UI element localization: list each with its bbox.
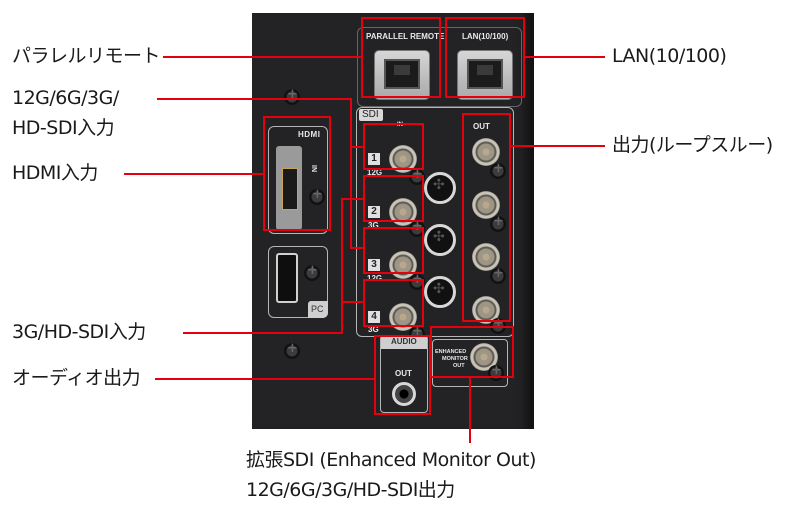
pc-displayport[interactable] — [276, 253, 298, 303]
mounting-screw-icon — [424, 172, 456, 204]
callout-line-3g-in — [183, 332, 343, 334]
callout-line-sdi-in-3 — [350, 247, 364, 249]
sdi-input-3-number: 3 — [368, 259, 380, 271]
callout-line-sdi-in-2 — [341, 198, 364, 200]
callout-sdi-in-line1: 12G/6G/3G/ — [12, 87, 119, 109]
sdi-input-1-number: 1 — [368, 153, 380, 165]
sdi-input-3-rate: 12G — [367, 274, 383, 283]
highlight-sdi-in-2 — [363, 175, 424, 222]
highlight-sdi-in-4 — [363, 279, 424, 327]
sdi-input-4-number: 4 — [368, 311, 380, 323]
screw-icon — [409, 167, 425, 185]
lan-port[interactable] — [457, 50, 513, 100]
callout-hdmi-in: HDMI入力 — [12, 162, 98, 184]
callout-line-sdi-in-1 — [350, 146, 364, 148]
hdmi-logo: HDMI — [298, 130, 321, 139]
sdi-tab — [359, 109, 383, 121]
screw-icon — [284, 341, 300, 359]
screw-icon — [304, 263, 320, 281]
callout-sdi-in-line2: HD-SDI入力 — [12, 117, 115, 139]
callout-line-hdmi — [124, 173, 264, 175]
callout-line-3g-in-vertical — [341, 198, 343, 334]
callout-line-sdi-in-vertical — [350, 98, 352, 248]
highlight-hdmi — [263, 116, 331, 231]
callout-line-enhanced — [469, 377, 471, 443]
sdi-input-2-number: 2 — [368, 206, 380, 218]
audio-out-jack[interactable] — [392, 382, 416, 406]
screw-icon — [490, 161, 506, 179]
sdi-input-1-rate: 12G — [367, 168, 383, 177]
audio-header: AUDIO — [391, 337, 417, 346]
screw-icon — [409, 219, 425, 237]
callout-parallel-remote: パラレルリモート — [12, 45, 161, 67]
sdi-label: SDI — [362, 109, 379, 120]
pc-label-tab — [308, 301, 328, 318]
hdmi-port[interactable] — [276, 146, 302, 230]
callout-line-parallel-remote — [163, 56, 362, 58]
callout-line-sdi-in-4 — [341, 301, 364, 303]
callout-line-audio — [155, 378, 375, 380]
mounting-screw-icon — [424, 224, 456, 256]
enhanced-label-1: ENHANCED — [435, 349, 467, 355]
sdi-in-label: IN — [397, 122, 403, 128]
enhanced-label-3: OUT — [453, 363, 465, 369]
sdi-out-label: OUT — [473, 122, 490, 131]
highlight-sdi-in-3 — [363, 227, 424, 274]
parallel-remote-port[interactable] — [374, 50, 430, 100]
callout-loop-out: 出力(ループスルー) — [612, 134, 773, 156]
sdi-input-2-rate: 3G — [368, 221, 379, 230]
highlight-audio — [374, 335, 431, 415]
sdi-plate — [356, 107, 514, 337]
parallel-remote-port-label: PARALLEL REMOTE — [366, 32, 445, 41]
callout-3g-sdi-in: 3G/HD-SDI入力 — [12, 321, 146, 343]
highlight-lan — [445, 17, 525, 98]
callout-line-loop-out — [510, 145, 605, 147]
pc-plate — [268, 246, 328, 318]
highlight-enhanced-monitor — [430, 326, 514, 378]
screw-icon — [309, 187, 325, 205]
rear-connector-panel: PARALLEL REMOTE LAN(10/100) HDMI IN PC S… — [252, 13, 534, 429]
screw-icon — [490, 214, 506, 232]
highlight-parallel-remote — [361, 17, 441, 98]
callout-enhanced-line1: 拡張SDI (Enhanced Monitor Out) — [246, 449, 536, 471]
hdmi-plate — [268, 126, 328, 234]
highlight-sdi-in-1 — [363, 123, 424, 170]
screw-icon — [284, 87, 300, 105]
callout-audio-out: オーディオ出力 — [12, 367, 141, 389]
audio-header-tab — [381, 336, 427, 349]
callout-lan: LAN(10/100) — [612, 45, 727, 67]
callout-line-lan — [524, 56, 605, 58]
highlight-sdi-out — [462, 113, 511, 322]
screw-icon — [490, 266, 506, 284]
sdi-input-4-rate: 3G — [368, 325, 379, 334]
enhanced-label-2: MONITOR — [442, 356, 468, 362]
callout-enhanced-line2: 12G/6G/3G/HD-SDI出力 — [246, 479, 455, 501]
callout-line-sdi-in — [157, 98, 351, 100]
pc-label: PC — [311, 304, 324, 314]
lan-port-label: LAN(10/100) — [462, 32, 509, 41]
mounting-screw-icon — [424, 276, 456, 308]
audio-out-label: OUT — [395, 369, 412, 378]
